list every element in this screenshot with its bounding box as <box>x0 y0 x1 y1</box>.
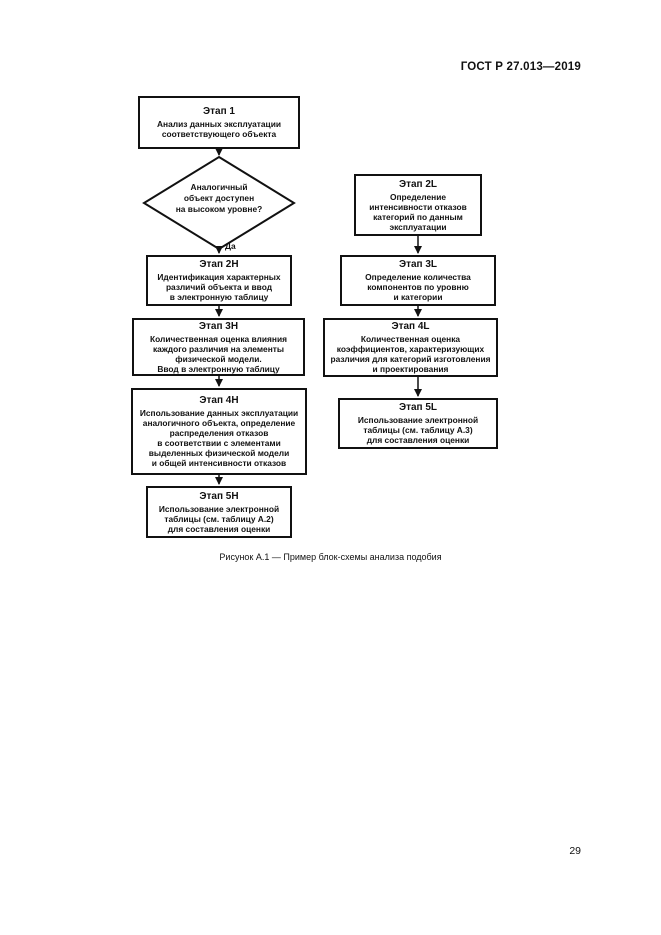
stage-3l-box: Этап 3L Определение количества компонент… <box>340 255 496 306</box>
stage-2l-box: Этап 2L Определение интенсивности отказо… <box>354 174 482 236</box>
document-header: ГОСТ Р 27.013—2019 <box>460 61 581 73</box>
stage-4l-box: Этап 4L Количественная оценка коэффициен… <box>323 318 498 377</box>
stage-4l-text: Количественная оценка коэффициентов, хар… <box>330 334 491 374</box>
stage-5l-box: Этап 5L Использование электронной таблиц… <box>338 398 498 449</box>
stage-1-title: Этап 1 <box>203 106 235 117</box>
stage-4h-title: Этап 4H <box>199 395 239 406</box>
stage-5h-text: Использование электронной таблицы (см. т… <box>158 503 280 534</box>
stage-2h-title: Этап 2H <box>199 259 239 270</box>
stage-4h-box: Этап 4H Использование данных эксплуатаци… <box>131 388 307 475</box>
stage-4h-text: Использование данных эксплуатации аналог… <box>139 408 299 468</box>
stage-3h-title: Этап 3H <box>198 320 239 332</box>
stage-5l-title: Этап 5L <box>398 402 438 413</box>
stage-1-box: Этап 1 Анализ данных эксплуатации соотве… <box>138 96 300 149</box>
decision-yes-label: Да <box>225 241 236 251</box>
stage-4l-title: Этап 4L <box>391 321 430 332</box>
stage-5l-text: Использование электронной таблицы (см. т… <box>357 415 479 445</box>
page-number: 29 <box>569 845 581 857</box>
stage-2l-text: Определение интенсивности отказов катего… <box>369 191 467 232</box>
stage-2l-title: Этап 2L <box>398 178 438 190</box>
stage-3l-text: Определение количества компонентов по ур… <box>365 272 471 302</box>
stage-5h-title: Этап 5H <box>199 490 239 502</box>
figure-caption: Рисунок А.1 — Пример блок-схемы анализа … <box>219 552 442 562</box>
decision-text: Аналогичный объект доступен на высоком у… <box>175 182 263 214</box>
stage-3h-box: Этап 3H Количественная оценка влияния ка… <box>132 318 305 376</box>
stage-2h-box: Этап 2H Идентификация характерных различ… <box>146 255 292 306</box>
stage-2h-text: Идентификация характерных различий объек… <box>157 272 281 302</box>
stage-3l-title: Этап 3L <box>398 259 438 270</box>
stage-5h-box: Этап 5H Использование электронной таблиц… <box>146 486 292 538</box>
stage-1-text: Анализ данных эксплуатации соответствующ… <box>157 119 281 139</box>
stage-3h-text: Количественная оценка влияния каждого ра… <box>150 333 287 374</box>
